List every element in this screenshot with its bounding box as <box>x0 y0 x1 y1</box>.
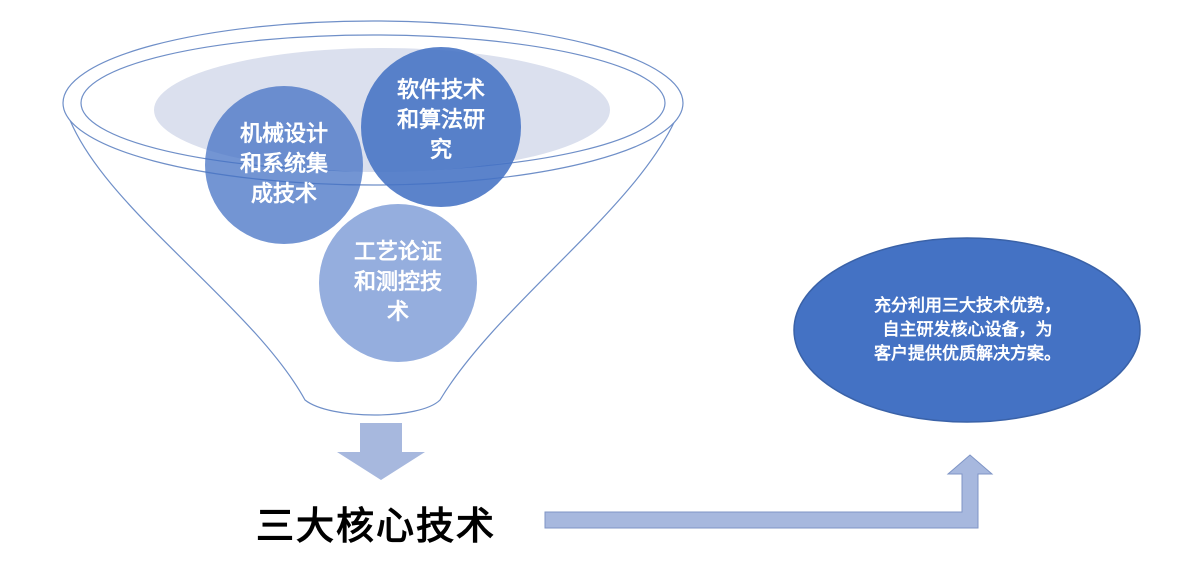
circle-label-process: 工艺论证 和测控技 术 <box>353 240 442 325</box>
circle-mechanical <box>205 86 363 244</box>
goal-text: 充分利用三大技术优势， 自主研发核心设备，为 客户提供优质解决方案。 <box>874 296 1061 364</box>
circle-process <box>319 204 477 362</box>
circle-software <box>361 47 521 207</box>
circle-label-mechanical: 机械设计 和系统集 成技术 <box>239 122 328 207</box>
main-label: 三大核心技术 <box>255 504 496 548</box>
down-arrow <box>337 423 425 480</box>
goal-ellipse <box>793 237 1141 423</box>
circle-label-software: 软件技术 和算法研 究 <box>396 78 485 163</box>
elbow-arrow <box>544 454 994 529</box>
